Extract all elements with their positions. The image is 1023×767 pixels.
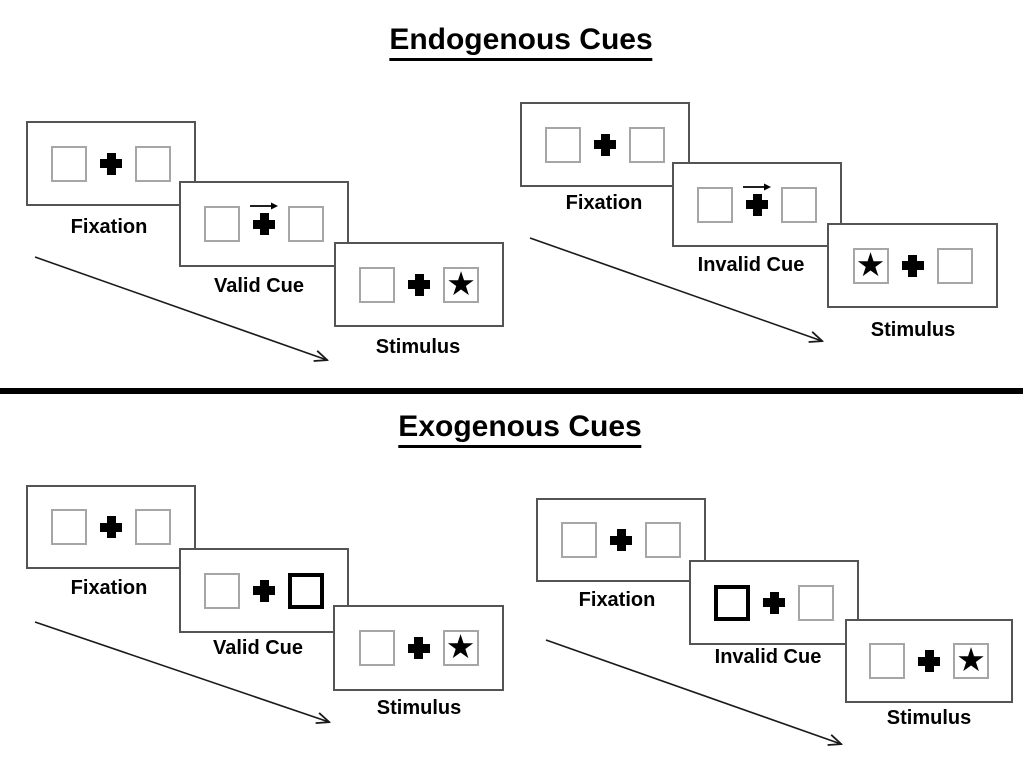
- left-placeholder-box: [359, 266, 395, 303]
- left-placeholder-box: [204, 572, 240, 609]
- fixation-cross-icon: [901, 254, 924, 277]
- exogenous-invalid-cue-panel: [689, 560, 859, 645]
- left-placeholder-box: [697, 186, 733, 223]
- fixation-cross-icon: [253, 213, 275, 235]
- panel-label: Fixation: [578, 589, 656, 611]
- left-placeholder-box: [561, 522, 597, 558]
- section-title-exogenous: Exogenous Cues: [398, 411, 642, 448]
- endogenous-invalid-cue-panel: [672, 162, 842, 247]
- left-placeholder-box: [869, 643, 905, 679]
- left-placeholder-box: [51, 509, 87, 545]
- left-placeholder-box: [545, 126, 581, 163]
- right-target-box: ★: [953, 643, 989, 679]
- panel-label: Invalid Cue: [714, 646, 822, 668]
- right-arrow-cue-icon: [250, 202, 278, 210]
- exogenous-invalid-stimulus-panel: ★: [845, 619, 1013, 703]
- fixation-cross-icon: [408, 273, 430, 296]
- left-placeholder-box: [204, 206, 240, 242]
- star-target-icon: ★: [445, 628, 476, 665]
- fixation-cross-icon: [594, 133, 616, 156]
- panel-label: Invalid Cue: [697, 254, 805, 276]
- right-highlight-cue-box: [288, 572, 324, 609]
- right-target-box: ★: [442, 628, 479, 666]
- panel-label: Stimulus: [870, 319, 956, 341]
- right-placeholder-box: [936, 247, 973, 284]
- exogenous-valid-stimulus-panel: ★: [333, 605, 504, 691]
- right-placeholder-box: [288, 206, 324, 242]
- panel-label: Valid Cue: [213, 275, 305, 297]
- endogenous-invalid-fixation-panel: [520, 102, 690, 187]
- fixation-cross-icon: [100, 152, 122, 175]
- panel-label: Stimulus: [886, 707, 972, 729]
- section-title-endogenous: Endogenous Cues: [389, 24, 653, 61]
- exogenous-valid-fixation-panel: [26, 485, 196, 569]
- fixation-cross-icon: [610, 529, 632, 551]
- panel-label: Fixation: [70, 216, 148, 238]
- endogenous-invalid-stimulus-panel: ★: [827, 223, 998, 308]
- right-placeholder-box: [645, 522, 681, 558]
- right-placeholder-box: [135, 145, 171, 182]
- endogenous-valid-stimulus-panel: ★: [334, 242, 504, 327]
- fixation-cross-icon: [763, 591, 785, 614]
- fixation-cross-icon: [100, 516, 122, 538]
- section-divider: [0, 388, 1023, 394]
- exogenous-valid-cue-panel: [179, 548, 349, 633]
- right-placeholder-box: [135, 509, 171, 545]
- endogenous-valid-fixation-panel: [26, 121, 196, 206]
- left-placeholder-box: [51, 145, 87, 182]
- exogenous-invalid-fixation-panel: [536, 498, 706, 582]
- panel-label: Valid Cue: [212, 637, 304, 659]
- star-target-icon: ★: [446, 264, 476, 302]
- right-arrow-cue-icon: [743, 183, 771, 191]
- star-target-icon: ★: [855, 245, 886, 283]
- left-highlight-cue-box: [714, 584, 750, 621]
- right-placeholder-box: [629, 126, 665, 163]
- right-placeholder-box: [798, 584, 834, 621]
- panel-label: Stimulus: [376, 697, 462, 719]
- endogenous-valid-cue-panel: [179, 181, 349, 267]
- panel-label: Fixation: [70, 577, 148, 599]
- panel-label: Stimulus: [375, 336, 461, 358]
- right-placeholder-box: [781, 186, 817, 223]
- panel-label: Fixation: [565, 192, 643, 214]
- fixation-cross-icon: [746, 193, 768, 216]
- fixation-cross-icon: [407, 637, 430, 659]
- left-target-box: ★: [852, 245, 889, 284]
- fixation-cross-icon: [918, 650, 940, 672]
- time-arrow-endogenous-valid: [34, 256, 327, 360]
- fixation-cross-icon: [253, 579, 275, 602]
- star-target-icon: ★: [956, 641, 986, 678]
- left-placeholder-box: [358, 630, 395, 666]
- right-target-box: ★: [443, 264, 479, 303]
